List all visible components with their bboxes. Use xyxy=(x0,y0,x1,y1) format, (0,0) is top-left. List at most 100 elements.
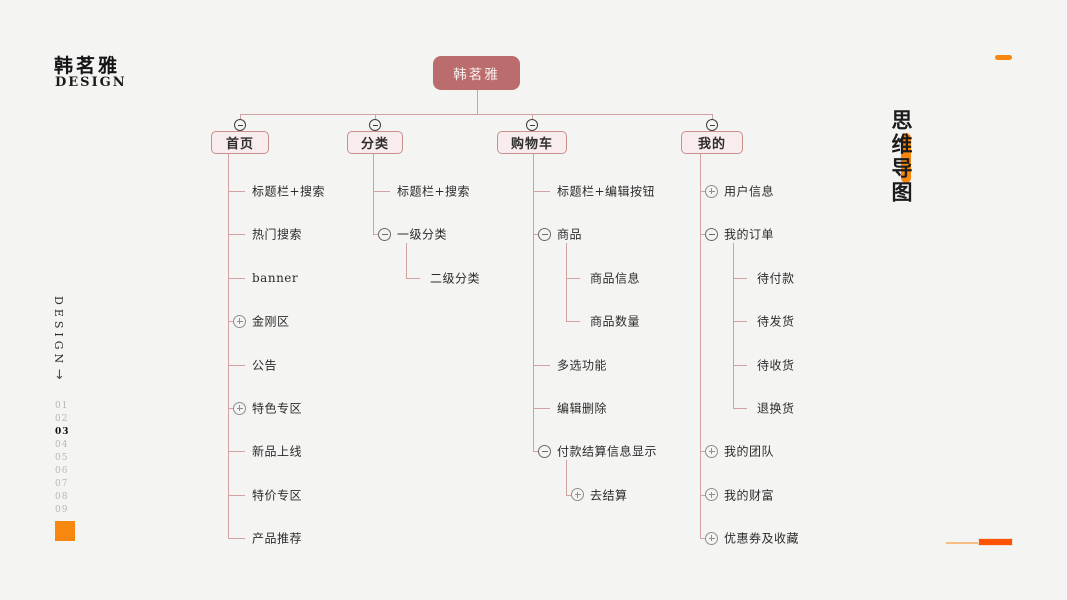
expand-plus-icon[interactable] xyxy=(705,184,718,198)
mindmap-leaf-node[interactable]: 用户信息 xyxy=(724,184,775,199)
page-number: 03 xyxy=(55,427,70,437)
mindmap-leaf-node[interactable]: 我的团队 xyxy=(724,444,775,459)
icon-bar xyxy=(541,450,548,452)
mindmap-leaf-node[interactable]: 二级分类 xyxy=(430,271,481,286)
connector-line xyxy=(406,243,407,278)
connector-line xyxy=(373,154,374,235)
connector-line xyxy=(532,114,533,119)
collapse-minus-icon[interactable] xyxy=(369,119,381,131)
connector-line xyxy=(375,114,376,119)
icon-bar xyxy=(381,233,388,235)
icon-bar xyxy=(711,448,712,455)
connector-line xyxy=(228,321,234,323)
icon-bar xyxy=(239,318,240,325)
collapse-minus-icon[interactable] xyxy=(706,119,718,131)
mindmap-leaf-node[interactable]: 特色专区 xyxy=(252,401,303,416)
collapse-minus-icon[interactable] xyxy=(526,119,538,131)
page-number: 05 xyxy=(55,453,69,463)
connector-line xyxy=(700,234,706,236)
root-node[interactable]: 韩茗雅 xyxy=(433,56,520,90)
mindmap-leaf-node[interactable]: 热门搜索 xyxy=(252,227,303,242)
expand-plus-icon[interactable] xyxy=(705,488,718,502)
expand-plus-icon[interactable] xyxy=(705,531,718,545)
mindmap-leaf-node[interactable]: 标题栏+搜索 xyxy=(252,184,326,199)
mindmap-leaf-node[interactable]: 商品数量 xyxy=(590,314,641,329)
icon-bar xyxy=(711,535,712,542)
icon-bar xyxy=(711,491,712,498)
branch-node-0[interactable]: 首页 xyxy=(211,131,269,154)
connector-line xyxy=(712,114,713,119)
mindmap-leaf-node[interactable]: 标题栏+编辑按钮 xyxy=(557,184,656,199)
collapse-minus-icon[interactable] xyxy=(378,227,391,241)
collapse-minus-icon[interactable] xyxy=(538,444,551,458)
expand-plus-icon[interactable] xyxy=(233,314,246,328)
mindmap-leaf-node[interactable]: 我的订单 xyxy=(724,227,775,242)
mindmap-leaf-node[interactable]: 金刚区 xyxy=(252,314,290,329)
expand-plus-icon[interactable] xyxy=(233,401,246,415)
title-highlight-stripe xyxy=(901,133,911,183)
connector-line xyxy=(476,90,478,114)
branch-node-1[interactable]: 分类 xyxy=(347,131,403,154)
connector-line xyxy=(533,408,550,409)
page-number: 08 xyxy=(55,492,69,502)
mindmap-leaf-node[interactable]: 编辑删除 xyxy=(557,401,608,416)
connector-line xyxy=(228,408,234,409)
brand-logo-en: DESIGN xyxy=(55,75,127,90)
footer-accent-bar xyxy=(978,538,1013,546)
connector-line xyxy=(566,460,567,495)
page-marker-square xyxy=(55,521,75,541)
mindmap-leaf-node[interactable]: 优惠券及收藏 xyxy=(724,531,800,546)
connector-line xyxy=(533,154,534,452)
icon-bar xyxy=(239,405,240,411)
mindmap-leaf-node[interactable]: 退换货 xyxy=(757,401,795,416)
page-number: 06 xyxy=(55,466,69,476)
mindmap-leaf-node[interactable]: 一级分类 xyxy=(397,227,448,242)
left-vertical-label: DESIGN xyxy=(52,296,65,368)
mindmap-leaf-node[interactable]: 待付款 xyxy=(757,271,795,286)
mindmap-leaf-node[interactable]: 我的财富 xyxy=(724,488,775,503)
mindmap-leaf-node[interactable]: 特价专区 xyxy=(252,488,303,503)
mindmap-leaf-node[interactable]: 商品 xyxy=(557,227,583,242)
expand-plus-icon[interactable] xyxy=(571,488,584,502)
connector-line xyxy=(406,277,420,279)
connector-line xyxy=(733,408,747,409)
footer-accent-line xyxy=(946,542,979,544)
connector-line xyxy=(533,234,539,236)
mindmap-leaf-node[interactable]: 多选功能 xyxy=(557,358,608,373)
mindmap-leaf-node[interactable]: 新品上线 xyxy=(252,444,303,459)
mindmap-leaf-node[interactable]: 商品信息 xyxy=(590,271,641,286)
connector-line xyxy=(566,277,580,279)
mindmap-leaf-node[interactable]: 待收货 xyxy=(757,358,795,373)
icon-bar xyxy=(529,124,535,126)
page-number: 02 xyxy=(55,414,69,424)
connector-line xyxy=(533,191,550,192)
connector-line xyxy=(240,114,241,119)
mindmap-leaf-node[interactable]: 去结算 xyxy=(590,488,628,503)
expand-plus-icon[interactable] xyxy=(705,444,718,458)
branch-node-3[interactable]: 我的 xyxy=(681,131,743,154)
connector-line xyxy=(533,364,550,366)
connector-line xyxy=(566,321,580,323)
collapse-minus-icon[interactable] xyxy=(538,227,551,241)
mindmap-leaf-node[interactable]: 标题栏+搜索 xyxy=(397,184,471,199)
collapse-minus-icon[interactable] xyxy=(234,119,246,131)
connector-line xyxy=(733,277,747,279)
corner-accent-dash xyxy=(995,55,1012,60)
mindmap-leaf-node[interactable]: 付款结算信息显示 xyxy=(557,444,658,459)
mindmap-leaf-node[interactable]: 产品推荐 xyxy=(252,531,303,546)
connector-line xyxy=(566,494,572,496)
collapse-minus-icon[interactable] xyxy=(705,227,718,241)
icon-bar xyxy=(237,124,243,126)
mindmap-leaf-node[interactable]: banner xyxy=(252,270,299,285)
connector-line xyxy=(228,451,245,453)
mindmap-leaf-node[interactable]: 公告 xyxy=(252,358,278,373)
connector-line xyxy=(566,243,567,322)
branch-node-2[interactable]: 购物车 xyxy=(497,131,567,154)
connector-line xyxy=(240,114,712,115)
brand-logo-cn: 韩茗雅 xyxy=(54,55,121,77)
page-number: 04 xyxy=(55,440,69,450)
page-number: 07 xyxy=(55,479,69,489)
connector-line xyxy=(700,154,701,539)
mindmap-leaf-node[interactable]: 待发货 xyxy=(757,314,795,329)
